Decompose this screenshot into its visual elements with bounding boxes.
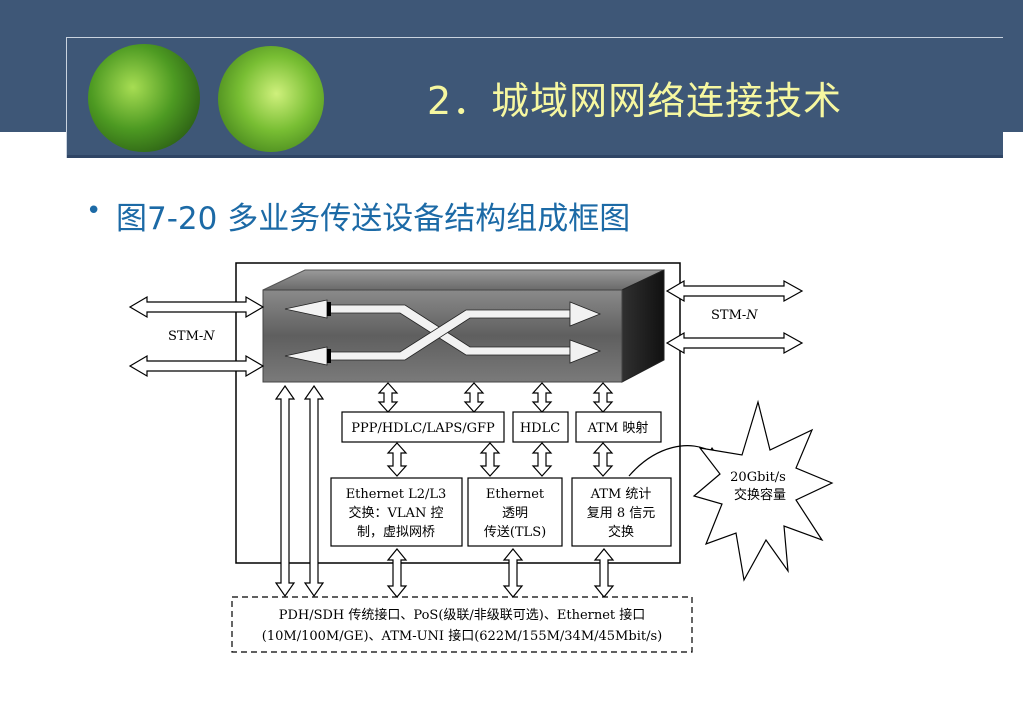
atm-map-box: ATM 映射	[575, 411, 662, 443]
svg-text:(10M/100M/GE)、ATM-UNI 接口(622M/: (10M/100M/GE)、ATM-UNI 接口(622M/155M/34M/4…	[262, 628, 662, 644]
svg-text:交换容量: 交换容量	[734, 487, 786, 503]
svg-text:制，虚拟网桥: 制，虚拟网桥	[357, 525, 435, 540]
hdlc-box: HDLC	[512, 411, 569, 443]
ethernet-l2l3-box: Ethernet L2/L3 交换：VLAN 控 制，虚拟网桥	[330, 477, 463, 547]
ethernet-tls-box: Ethernet 透明 传送(TLS)	[467, 477, 563, 547]
atm-stat-box: ATM 统计 复用 8 信元 交换	[571, 477, 672, 547]
switch-fabric-block	[262, 269, 665, 383]
leaf-photo-image-2	[218, 46, 324, 152]
interfaces-box: PDH/SDH 传统接口、PoS(级联/非级联可选)、Ethernet 接口 (…	[231, 596, 693, 653]
slide-title: 2．城域网网络连接技术	[427, 79, 843, 123]
stm-left-label: STM-N	[168, 329, 215, 344]
leaf-photo-image	[88, 44, 200, 152]
svg-text:交换：VLAN 控: 交换：VLAN 控	[349, 505, 444, 521]
stm-right-label: STM-N	[711, 308, 758, 323]
svg-text:Ethernet L2/L3: Ethernet L2/L3	[346, 487, 447, 502]
bullet-caption: 图7-20 多业务传送设备结构组成框图	[116, 201, 631, 237]
svg-text:PPP/HDLC/LAPS/GFP: PPP/HDLC/LAPS/GFP	[351, 421, 495, 436]
ppp-box: PPP/HDLC/LAPS/GFP	[341, 411, 505, 443]
stm-right-arrows	[665, 279, 804, 355]
svg-text:透明: 透明	[502, 506, 528, 521]
svg-text:传送(TLS): 传送(TLS)	[484, 525, 546, 540]
svg-text:复用 8 信元: 复用 8 信元	[587, 506, 656, 521]
equipment-frame	[235, 262, 681, 564]
svg-text:Ethernet: Ethernet	[486, 487, 545, 502]
svg-text:交换: 交换	[608, 524, 634, 540]
stm-left-arrows	[128, 295, 265, 378]
bullet-marker: •	[86, 196, 102, 226]
title-underline	[67, 155, 1003, 158]
svg-text:ATM 统计: ATM 统计	[590, 487, 652, 502]
svg-text:PDH/SDH 传统接口、PoS(级联/非级联可选)、Eth: PDH/SDH 传统接口、PoS(级联/非级联可选)、Ethernet 接口	[279, 607, 646, 623]
svg-text:HDLC: HDLC	[520, 421, 560, 436]
svg-text:20Gbit/s: 20Gbit/s	[730, 470, 786, 485]
svg-text:ATM 映射: ATM 映射	[587, 420, 649, 436]
capacity-burst: 20Gbit/s 交换容量	[692, 399, 834, 582]
